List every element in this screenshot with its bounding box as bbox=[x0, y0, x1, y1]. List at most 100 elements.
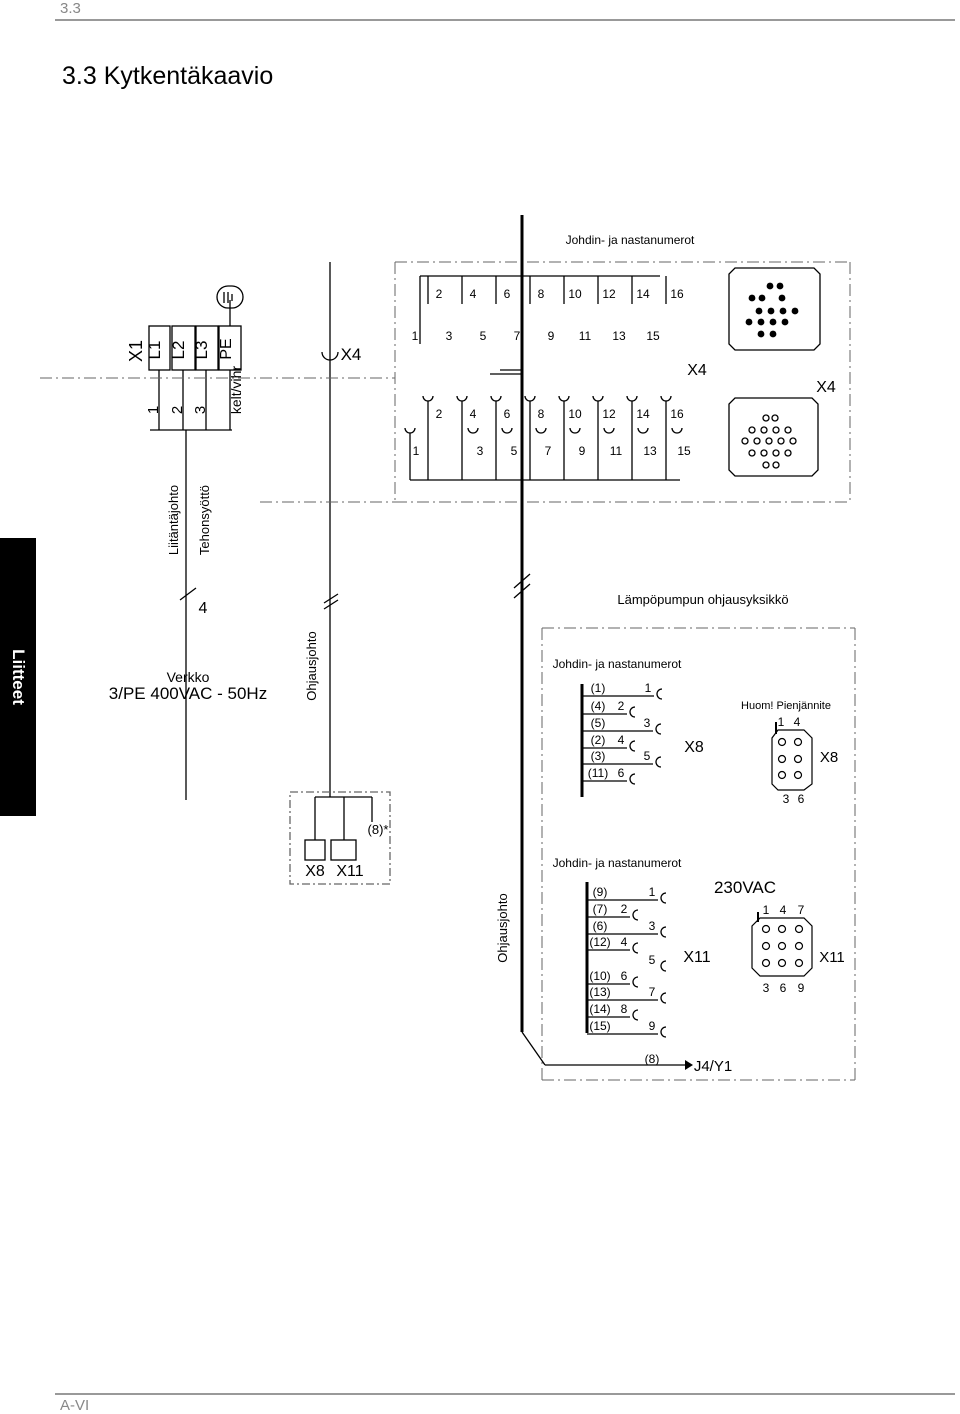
socket-icon bbox=[629, 740, 636, 752]
x4-bottom-pin-13: 13 bbox=[643, 444, 657, 458]
x4-labels: Johdin- ja nastanumerot X4 X4 bbox=[566, 233, 836, 396]
l2-label: L2 bbox=[169, 341, 188, 360]
socket-pin bbox=[784, 426, 792, 434]
socket-icon bbox=[671, 427, 683, 434]
plug-pin bbox=[748, 294, 756, 302]
x11-pin-2: 2 bbox=[621, 902, 628, 916]
face-pin bbox=[777, 754, 787, 764]
plug-pin bbox=[767, 307, 775, 315]
socket-pin bbox=[777, 437, 785, 445]
x4-bottom-pin-5: 5 bbox=[511, 444, 518, 458]
conductor-count: 4 bbox=[199, 600, 208, 617]
plug-pin bbox=[769, 318, 777, 326]
x8-face-pin-4: 4 bbox=[794, 715, 801, 729]
plug-pin bbox=[757, 330, 765, 338]
x11-pin-1: 1 bbox=[649, 885, 656, 899]
socket-icon bbox=[535, 427, 547, 434]
x8-face-pin-6: 6 bbox=[798, 792, 805, 806]
socket-icon bbox=[467, 427, 479, 434]
x11-face-pin-4: 4 bbox=[780, 903, 787, 917]
socket-icon bbox=[422, 395, 434, 402]
side-tab[interactable]: Liitteet bbox=[0, 538, 36, 816]
x8-wire-(4): (4) bbox=[591, 699, 606, 713]
x11-pin-8: 8 bbox=[621, 1002, 628, 1016]
control-cable bbox=[289, 262, 391, 885]
wire-3-label: 3 bbox=[192, 406, 209, 414]
plug-pin bbox=[779, 307, 787, 315]
terminal-l3 bbox=[195, 325, 219, 371]
page-title: 3.3 Kytkentäkaavio bbox=[62, 62, 274, 90]
x8-pin-6: 6 bbox=[618, 766, 625, 780]
x4-bottom-pin-7: 7 bbox=[545, 444, 552, 458]
x1-label: X1 bbox=[126, 340, 146, 362]
x11-pin-3: 3 bbox=[649, 919, 656, 933]
plug-pin bbox=[791, 307, 799, 315]
face-pin bbox=[794, 941, 804, 951]
socket-pin bbox=[760, 426, 768, 434]
x8-plug-label: X8 bbox=[305, 863, 325, 880]
x11-wire-(15): (15) bbox=[589, 1019, 610, 1033]
x4-top-pin-13: 13 bbox=[612, 329, 626, 343]
socket-icon bbox=[501, 427, 513, 434]
socket-icon bbox=[456, 395, 468, 402]
socket-icon bbox=[629, 706, 636, 718]
x11-wire-(13): (13) bbox=[589, 985, 610, 999]
page-number: A-VI bbox=[60, 1397, 90, 1414]
x4-top-pin-9: 9 bbox=[548, 329, 555, 343]
face-pin bbox=[794, 924, 804, 934]
x8-face-label: X8 bbox=[820, 749, 838, 766]
x8-wire-(1): (1) bbox=[591, 681, 606, 695]
trunk bbox=[490, 215, 685, 1066]
x4-top-pin-10: 10 bbox=[568, 287, 582, 301]
x11-pin-9: 9 bbox=[649, 1019, 656, 1033]
x8-face-pin-1: 1 bbox=[778, 715, 785, 729]
x8-block-label: X8 bbox=[684, 739, 704, 756]
plug-pin bbox=[755, 307, 763, 315]
socket-icon bbox=[603, 427, 615, 434]
dashed-dividers bbox=[40, 261, 856, 1081]
plug-pin bbox=[745, 318, 753, 326]
plug-pin bbox=[781, 318, 789, 326]
socket-icon bbox=[660, 992, 667, 1004]
x4-face-label: X4 bbox=[816, 379, 836, 396]
x4-top-pin-12: 12 bbox=[602, 287, 616, 301]
socket-icon bbox=[629, 773, 636, 785]
network-label: Verkko bbox=[167, 669, 210, 685]
x8-wire-(5): (5) bbox=[591, 716, 606, 730]
unit-labels: Lämpöpumpun ohjausyksikkö Johdin- ja nas… bbox=[495, 592, 845, 1075]
plug-pin bbox=[766, 282, 774, 290]
socket-icon bbox=[660, 926, 667, 938]
x8-pin-5: 5 bbox=[644, 749, 651, 763]
mains-labels: X1 L1 L2 L3 PE 1 2 3 kelt/vihr Liitäntäj… bbox=[109, 338, 267, 703]
socket-icon bbox=[592, 395, 604, 402]
footer-rule bbox=[55, 1393, 955, 1395]
x4-top-pin-6: 6 bbox=[504, 287, 511, 301]
x4-block-label: X4 bbox=[687, 362, 707, 379]
socket-pin bbox=[748, 449, 756, 457]
x8-title: Johdin- ja nastanumerot bbox=[553, 657, 682, 671]
socket-pin bbox=[748, 426, 756, 434]
x4-top-pin-11: 11 bbox=[579, 329, 592, 343]
x11-pin-7: 7 bbox=[649, 985, 656, 999]
x11-face-pin-1: 1 bbox=[763, 903, 770, 917]
x8-wire-(11): (11) bbox=[588, 766, 608, 780]
socket-pin bbox=[772, 461, 780, 469]
x11-wire-(6): (6) bbox=[593, 919, 608, 933]
x4-top-pin-8: 8 bbox=[538, 287, 545, 301]
plug-pin bbox=[776, 282, 784, 290]
socket-icon bbox=[632, 976, 639, 988]
x11-wire-(9): (9) bbox=[593, 885, 608, 899]
x8-note: Huom! Pienjännite bbox=[741, 700, 831, 712]
wire-2-label: 2 bbox=[169, 406, 186, 414]
x4-plug-label: X4 bbox=[341, 345, 362, 364]
x4-bottom-pin-11: 11 bbox=[610, 444, 623, 458]
x4-bottom-pin-6: 6 bbox=[504, 407, 511, 421]
trunk-slash bbox=[513, 573, 531, 589]
x4-top-pin-16: 16 bbox=[670, 287, 684, 301]
socket-pin bbox=[771, 414, 779, 422]
face-pin bbox=[794, 958, 804, 968]
face-pin bbox=[777, 737, 787, 747]
ground-symbol-frame bbox=[216, 285, 244, 309]
